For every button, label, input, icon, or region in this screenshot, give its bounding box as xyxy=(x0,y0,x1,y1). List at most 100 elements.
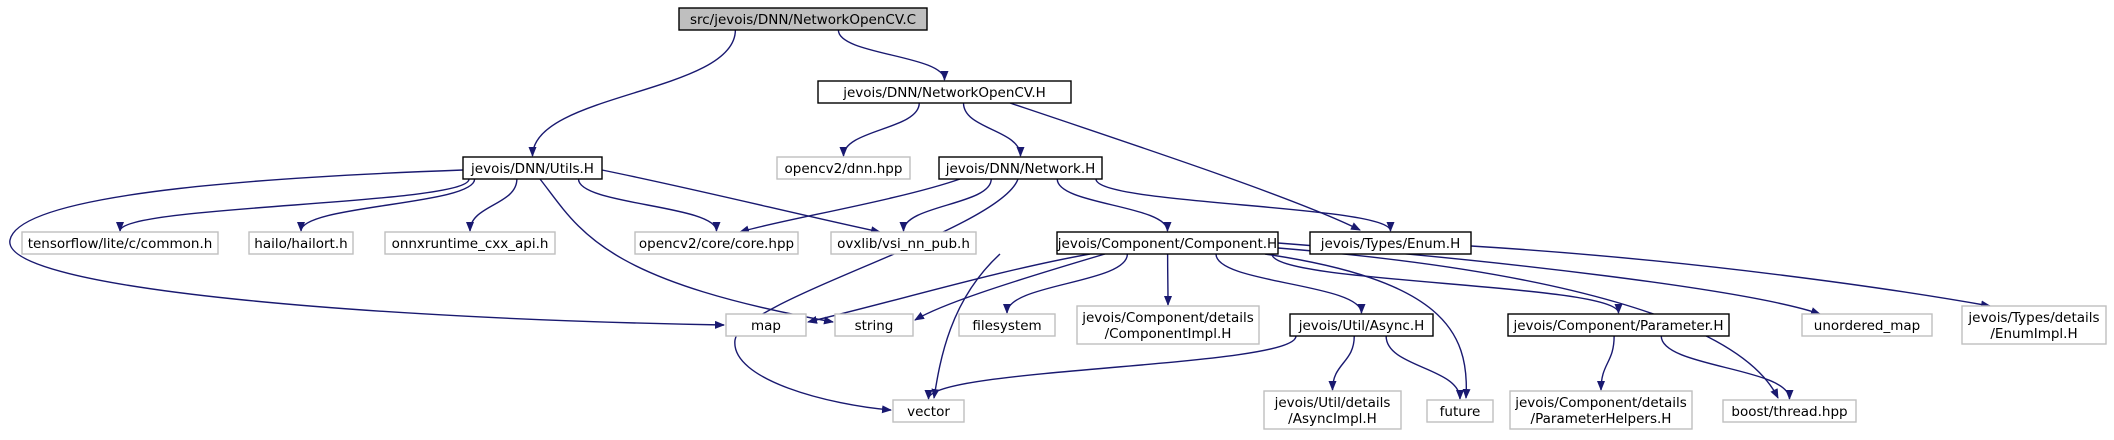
node-label: /ParameterHelpers.H xyxy=(1531,411,1672,427)
edge-parameter_h-to-paramhelpers xyxy=(1597,335,1615,391)
node-label: jevois/Component/details xyxy=(1514,395,1687,411)
node-box xyxy=(892,399,965,423)
node-boost_thread: boost/thread.hpp xyxy=(1722,399,1857,423)
node-label: jevois/Component/Component.H xyxy=(1057,236,1277,252)
node-label: src/jevois/DNN/NetworkOpenCV.C xyxy=(690,12,916,28)
node-box xyxy=(1056,231,1279,255)
node-label: jevois/DNN/Network.H xyxy=(945,161,1096,177)
node-label: jevois/Util/Async.H xyxy=(1298,318,1425,334)
edge-utils_h-to-string xyxy=(539,178,834,325)
node-netopencv_h[interactable]: jevois/DNN/NetworkOpenCV.H xyxy=(817,80,1072,104)
edge-utils_h-to-tflite xyxy=(116,178,470,232)
node-label: ovxlib/vsi_nn_pub.h xyxy=(837,236,970,252)
node-box xyxy=(1309,231,1472,255)
edge-root-to-netopencv_h xyxy=(837,29,949,81)
node-label: onnxruntime_cxx_api.h xyxy=(392,236,549,252)
edge-root-to-utils_h xyxy=(528,29,737,157)
node-parameter_h[interactable]: jevois/Component/Parameter.H xyxy=(1507,313,1730,337)
edge-component_h-to-string xyxy=(914,253,1106,321)
node-label: hailo/hailort.h xyxy=(254,236,347,252)
node-utils_h[interactable]: jevois/DNN/Utils.H xyxy=(462,156,603,180)
edge-component_h-to-async_h xyxy=(1215,253,1366,314)
node-dnn_hpp: opencv2/dnn.hpp xyxy=(776,156,911,180)
node-box xyxy=(958,313,1056,337)
edge-network_h-to-component_h xyxy=(1056,178,1172,232)
node-label: map xyxy=(751,318,781,334)
node-label: /ComponentImpl.H xyxy=(1105,326,1232,342)
node-box xyxy=(248,231,354,255)
node-label: boost/thread.hpp xyxy=(1731,404,1847,420)
node-box xyxy=(1801,313,1933,337)
node-label: jevois/Types/details xyxy=(1967,310,2099,326)
edge-utils_h-to-core_hpp xyxy=(577,178,721,232)
node-label: /EnumImpl.H xyxy=(1990,326,2077,342)
node-box xyxy=(938,156,1103,180)
edge-utils_h-to-onnx xyxy=(466,178,518,232)
edge-async_h-to-asyncimpl xyxy=(1328,335,1355,391)
node-label: jevois/DNN/NetworkOpenCV.H xyxy=(842,85,1046,101)
node-future: future xyxy=(1426,399,1494,423)
node-label: opencv2/core/core.hpp xyxy=(639,236,794,252)
node-filesystem: filesystem xyxy=(958,313,1056,337)
edge-network_h-to-vsi xyxy=(899,178,992,232)
node-string: string xyxy=(834,313,914,337)
edge-async_h-to-vector xyxy=(924,335,1297,400)
node-box xyxy=(1507,313,1730,337)
node-core_hpp: opencv2/core/core.hpp xyxy=(634,231,799,255)
node-vsi: ovxlib/vsi_nn_pub.h xyxy=(830,231,977,255)
node-onnx: onnxruntime_cxx_api.h xyxy=(384,231,556,255)
edge-netopencv_h-to-dnn_hpp xyxy=(839,102,920,157)
node-box xyxy=(678,7,928,31)
node-network_h[interactable]: jevois/DNN/Network.H xyxy=(938,156,1103,180)
node-async_h[interactable]: jevois/Util/Async.H xyxy=(1289,313,1434,337)
node-box xyxy=(1426,399,1494,423)
edge-utils_h-to-hailort xyxy=(297,178,476,232)
node-label: vector xyxy=(907,404,950,420)
node-tflite: tensorflow/lite/c/common.h xyxy=(21,231,219,255)
node-root[interactable]: src/jevois/DNN/NetworkOpenCV.C xyxy=(678,7,928,31)
edge-utils_h-to-map xyxy=(9,169,725,329)
edge-component_h-to-boost_thread xyxy=(1277,247,1779,399)
node-box xyxy=(1076,305,1260,345)
node-hailort: hailo/hailort.h xyxy=(248,231,354,255)
edge-component_h-to-future xyxy=(1264,253,1471,399)
node-label: jevois/Component/details xyxy=(1081,310,1254,326)
edge-async_h-to-future xyxy=(1385,335,1464,400)
node-label: opencv2/dnn.hpp xyxy=(785,161,903,177)
edge-component_h-to-map xyxy=(807,253,1091,324)
node-box xyxy=(834,313,914,337)
node-label: jevois/DNN/Utils.H xyxy=(470,161,594,177)
node-box xyxy=(634,231,799,255)
node-label: filesystem xyxy=(972,318,1041,334)
edge-netopencv_h-to-enum_h xyxy=(1009,102,1361,231)
node-label: string xyxy=(855,318,894,334)
edge-network_h-to-core_hpp xyxy=(739,178,961,234)
node-label: jevois/Component/Parameter.H xyxy=(1512,318,1723,334)
node-vector: vector xyxy=(892,399,965,423)
node-enum_h[interactable]: jevois/Types/Enum.H xyxy=(1309,231,1472,255)
node-box xyxy=(1263,390,1402,430)
node-box xyxy=(21,231,219,255)
node-label: tensorflow/lite/c/common.h xyxy=(28,236,213,252)
node-compimpl: jevois/Component/details/ComponentImpl.H xyxy=(1076,305,1260,345)
edge-component_h-to-vector xyxy=(931,253,1001,399)
node-box xyxy=(817,80,1072,104)
node-box xyxy=(830,231,977,255)
node-box xyxy=(1509,390,1693,430)
node-map: map xyxy=(725,313,807,337)
node-box xyxy=(384,231,556,255)
edge-component_h-to-filesystem xyxy=(1003,253,1129,314)
node-box xyxy=(1289,313,1434,337)
node-box xyxy=(725,313,807,337)
node-box xyxy=(1722,399,1857,423)
node-label: jevois/Types/Enum.H xyxy=(1320,236,1460,252)
edge-network_h-to-enum_h xyxy=(1095,178,1395,232)
node-paramhelpers: jevois/Component/details/ParameterHelper… xyxy=(1509,390,1693,430)
node-label: /AsyncImpl.H xyxy=(1288,411,1377,427)
node-box xyxy=(776,156,911,180)
node-enumimpl: jevois/Types/details/EnumImpl.H xyxy=(1961,305,2107,345)
node-box xyxy=(462,156,603,180)
node-component_h[interactable]: jevois/Component/Component.H xyxy=(1056,231,1279,255)
node-box xyxy=(1961,305,2107,345)
